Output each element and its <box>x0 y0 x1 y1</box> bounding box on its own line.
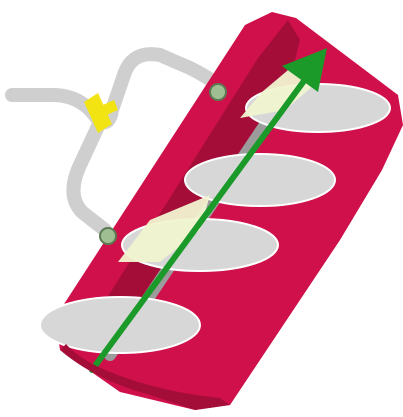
trough-front-lip <box>60 344 230 410</box>
spray-plume-1 <box>118 195 210 262</box>
pipe-coupling-icon <box>84 93 118 133</box>
nozzle-head-2 <box>209 83 227 101</box>
spray-nozzle-icon-1 <box>99 195 210 262</box>
auger-disc-1 <box>39 296 201 354</box>
supply-pipe-lower <box>66 115 112 237</box>
flow-arrow-icon <box>89 48 327 373</box>
nozzle-head-1 <box>99 227 117 245</box>
